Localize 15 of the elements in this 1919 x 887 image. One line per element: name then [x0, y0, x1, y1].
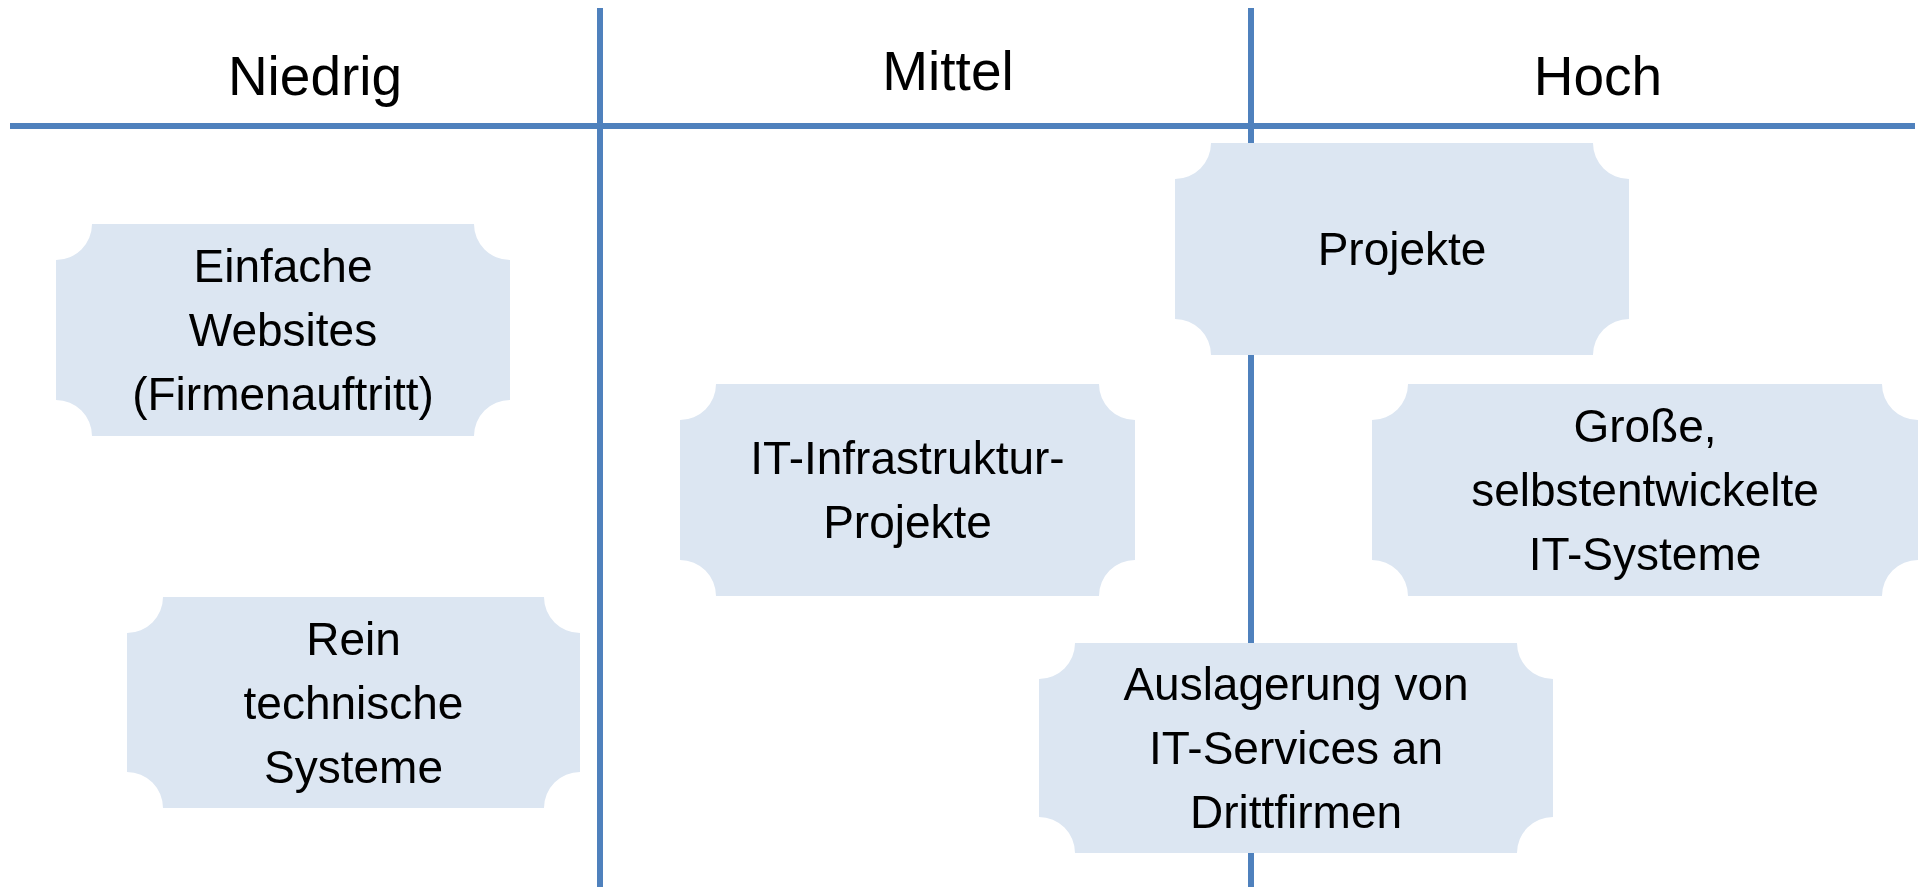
plaque-text: Große, selbstentwickelte IT-Systeme	[1470, 399, 1820, 582]
plaque-card	[680, 384, 1135, 596]
plaque-text: Einfache Websites (Firmenauftritt)	[131, 239, 435, 422]
column-heading: Mittel	[882, 39, 1014, 103]
plaque-text: IT-Infrastruktur-Projekte	[749, 431, 1066, 550]
plaque-text: Rein technische Systeme	[242, 611, 465, 795]
plaque-card	[1039, 643, 1553, 853]
plaque-card	[127, 597, 580, 808]
plaque-card	[1372, 384, 1918, 596]
column-heading: Hoch	[1533, 44, 1663, 108]
plaque-text: Projekte	[1316, 222, 1488, 277]
plaque-card	[1175, 143, 1629, 355]
plaque-card	[56, 224, 510, 436]
plaque-text: Auslagerung von IT-Services an Drittfirmen	[1122, 657, 1470, 840]
column-heading: Niedrig	[227, 44, 403, 108]
